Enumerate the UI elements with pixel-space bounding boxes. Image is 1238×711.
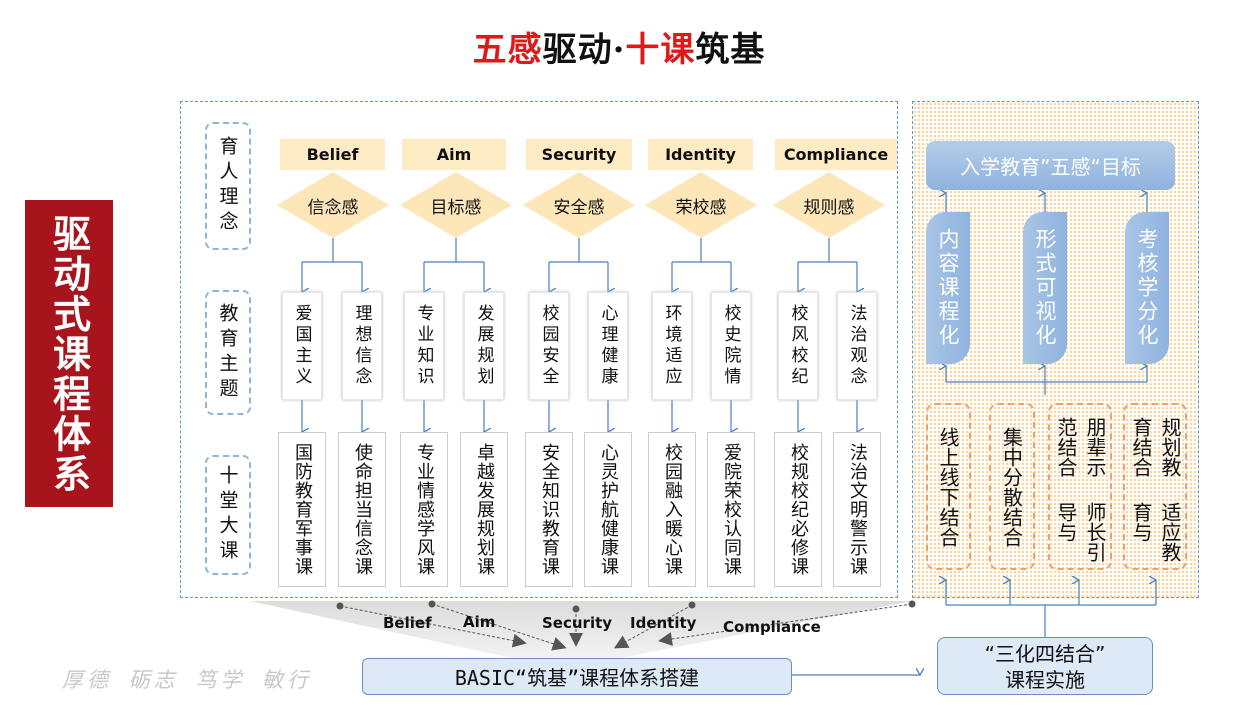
side-label: 驱动式课程体系 (25, 200, 113, 507)
fan-shape (250, 601, 912, 662)
topic-box: 爱国主义 (282, 292, 322, 400)
group-header-compliance: Compliance (775, 139, 897, 170)
topic-box: 法治观念 (837, 292, 877, 400)
course-box: 法治文明警示课 (833, 432, 881, 587)
group-header-security: Security (526, 139, 632, 170)
title-part: 筑基 (695, 30, 766, 70)
basic-system-box: BASIC“筑基”课程体系搭建 (362, 658, 792, 695)
motto: 厚德 砺志 笃学 敏行 (62, 668, 313, 692)
fan-label: Compliance (723, 618, 821, 636)
combo-box: 集中分散结合 (989, 403, 1035, 570)
fan-label: Security (542, 614, 613, 632)
combo-text: 集中分散结合 (999, 426, 1024, 547)
group-header-belief: Belief (280, 139, 385, 170)
page-title: 五感驱动·十课筑基 (0, 22, 1238, 71)
fan-label: Identity (630, 614, 697, 632)
combo-text: 师长引导与 (1054, 502, 1107, 563)
method-pill: 形式可视化 (1023, 212, 1067, 364)
topic-box: 心理健康 (588, 292, 628, 400)
course-box: 爱院荣校认同课 (707, 432, 755, 587)
topic-box: 理想信念 (342, 292, 382, 400)
topic-box: 专业知识 (404, 292, 444, 400)
topic-box: 校园安全 (529, 292, 569, 400)
combo-text: 朋辈示范结合 (1054, 417, 1107, 477)
row-label-themes: 教育主题 (205, 290, 251, 415)
row-label-courses: 十堂大课 (205, 455, 251, 575)
course-box: 安全知识教育课 (525, 432, 573, 587)
curriculum-panel (180, 101, 898, 598)
topic-box: 校风校纪 (778, 292, 818, 400)
combo-text: 适应教育与 (1129, 502, 1182, 563)
course-box: 校园融入暖心课 (648, 432, 696, 587)
course-box: 卓越发展规划课 (460, 432, 508, 587)
title-part: 五感 (472, 30, 543, 70)
combo-text: 规划教育结合 (1129, 417, 1182, 477)
course-box: 使命担当信念课 (338, 432, 386, 587)
combo-text: 线上线下结合 (936, 426, 960, 547)
topic-box: 发展规划 (464, 292, 504, 400)
group-header-identity: Identity (648, 139, 753, 170)
group-header-aim: Aim (402, 139, 506, 170)
topic-box: 校史院情 (711, 292, 751, 400)
method-pill: 考核学分化 (1125, 212, 1169, 364)
course-box: 国防教育军事课 (278, 432, 326, 587)
combo-box: 朋辈示范结合师长引导与 (1048, 403, 1112, 570)
impl-line: “三化四结合” (984, 642, 1106, 666)
combo-box: 规划教育结合适应教育与 (1123, 403, 1187, 570)
fan-label: Aim (463, 613, 496, 631)
course-box: 专业情感学风课 (400, 432, 448, 587)
title-part: 十课 (625, 30, 696, 70)
method-pill: 内容课程化 (926, 212, 970, 364)
combo-box: 线上线下结合 (926, 403, 971, 570)
impl-line: 课程实施 (1005, 668, 1085, 692)
topic-box: 环境适应 (652, 292, 692, 400)
implementation-box: “三化四结合”课程实施 (937, 637, 1153, 695)
title-part: 驱动· (542, 30, 626, 70)
course-box: 心灵护航健康课 (584, 432, 632, 587)
goal-box: 入学教育”五感“目标 (926, 141, 1175, 190)
row-label-philosophy: 育人理念 (205, 122, 251, 250)
fan-label: Belief (383, 614, 432, 632)
course-box: 校规校纪必修课 (774, 432, 822, 587)
